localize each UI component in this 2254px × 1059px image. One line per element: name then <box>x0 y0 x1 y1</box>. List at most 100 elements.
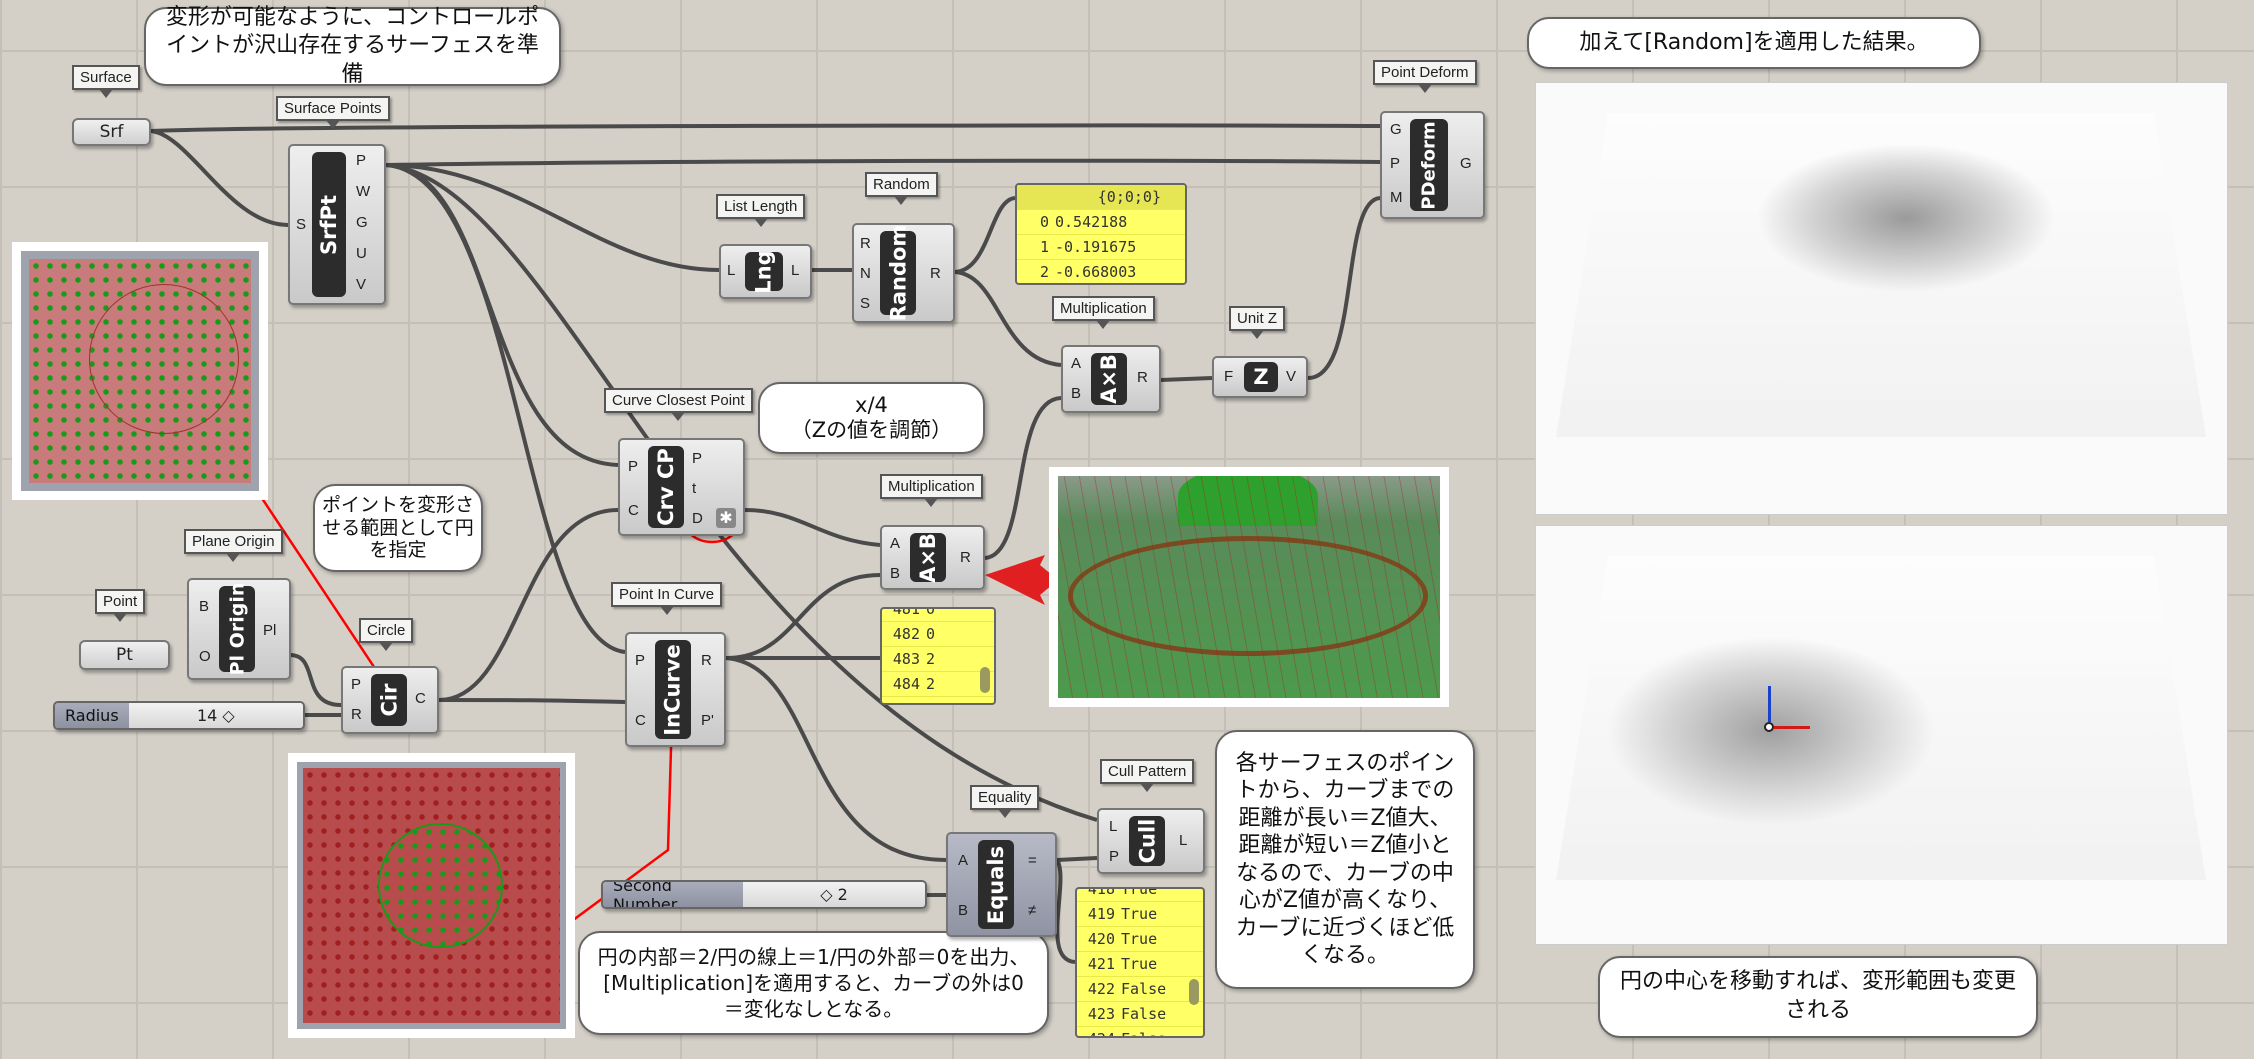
output-r[interactable]: R <box>960 549 971 566</box>
input-b[interactable]: B <box>199 598 210 615</box>
output-w[interactable]: W <box>356 183 371 200</box>
bump-shape <box>1178 476 1318 526</box>
output-d[interactable]: D <box>692 510 703 527</box>
cull-pattern-component[interactable]: L P Cull L <box>1097 808 1205 874</box>
component-label: InCurve <box>661 643 686 736</box>
slider-value: 2 <box>837 885 848 904</box>
surface-param[interactable]: Srf <box>72 118 151 146</box>
input-l[interactable]: L <box>727 262 736 279</box>
output-p-prime[interactable]: P' <box>701 712 714 729</box>
component-label: Lng <box>752 249 776 294</box>
point-deform-component[interactable]: G P M PDeform G <box>1380 111 1485 219</box>
panel-row: 4852 <box>882 697 994 703</box>
output-g[interactable]: G <box>1460 155 1472 172</box>
multiplication-component-2[interactable]: A B A×B R <box>880 525 985 590</box>
input-b[interactable]: B <box>958 902 969 919</box>
input-p[interactable]: P <box>351 676 362 693</box>
output-l[interactable]: L <box>791 262 800 279</box>
point-param[interactable]: Pt <box>79 640 170 670</box>
component-label: SrfPt <box>317 194 342 255</box>
component-label: PDeform <box>1418 120 1440 210</box>
component-label: Equals <box>984 845 1009 924</box>
list-length-component[interactable]: L Lng L <box>719 244 812 299</box>
component-label: A×B <box>916 532 941 583</box>
output-r[interactable]: R <box>701 652 712 669</box>
second-number-slider[interactable]: Second Number ◇ 2 <box>601 880 927 909</box>
input-f[interactable]: F <box>1224 368 1234 385</box>
tag-multiplication: Multiplication <box>1052 296 1155 329</box>
input-b[interactable]: B <box>1071 385 1082 402</box>
input-l[interactable]: L <box>1109 818 1118 835</box>
input-s[interactable]: S <box>296 216 307 233</box>
output-v[interactable]: V <box>1286 368 1297 385</box>
equality-component[interactable]: A B Equals = ≠ <box>946 832 1057 937</box>
gumball-z-axis-icon[interactable] <box>1768 686 1771 722</box>
output-pl[interactable]: Pl <box>263 622 277 639</box>
component-label: Cir <box>377 683 401 717</box>
input-c[interactable]: C <box>635 712 646 729</box>
incurve-preview <box>288 753 575 1038</box>
input-g[interactable]: G <box>1390 121 1402 138</box>
panel-scrollbar[interactable] <box>980 667 990 693</box>
input-p[interactable]: P <box>635 652 646 669</box>
circle-component[interactable]: P R Cir C <box>341 666 439 734</box>
slider-label: Radius <box>55 703 129 728</box>
curve-closest-point-component[interactable]: P C Crv CP P t D ✱ <box>618 438 745 536</box>
input-a[interactable]: A <box>958 852 969 869</box>
surface-points-preview <box>12 242 268 500</box>
point-in-curve-component[interactable]: P C InCurve R P' <box>625 632 726 747</box>
tag-point: Point <box>95 589 146 622</box>
input-n[interactable]: N <box>860 265 871 282</box>
input-a[interactable]: A <box>1071 355 1082 372</box>
plane-origin-component[interactable]: B O Pl Origin Pl <box>187 578 291 680</box>
component-label: Pl Origin <box>226 582 249 676</box>
input-p[interactable]: P <box>1390 155 1401 172</box>
tag-cull-pattern: Cull Pattern <box>1100 759 1195 792</box>
output-u[interactable]: U <box>356 245 367 262</box>
output-l[interactable]: L <box>1179 832 1188 849</box>
input-c[interactable]: C <box>628 502 639 519</box>
input-p[interactable]: P <box>1109 848 1120 865</box>
gumball-center-icon[interactable] <box>1764 722 1774 732</box>
unit-z-component[interactable]: F Z V <box>1212 356 1308 398</box>
inside-points-circle <box>378 823 503 948</box>
panel-header: {0;0;0} <box>1017 185 1185 210</box>
tag-circle: Circle <box>359 618 414 651</box>
panel-scrollbar[interactable] <box>1189 979 1199 1005</box>
output-p[interactable]: P <box>356 152 367 169</box>
surface-points-component[interactable]: S SrfPt P W G U V <box>288 144 386 305</box>
input-a[interactable]: A <box>890 535 901 552</box>
output-p[interactable]: P <box>692 450 703 467</box>
input-p[interactable]: P <box>628 458 639 475</box>
input-m[interactable]: M <box>1390 189 1403 206</box>
multiplication-component[interactable]: A B A×B R <box>1061 345 1161 413</box>
tag-unit-z: Unit Z <box>1229 306 1286 339</box>
input-r[interactable]: R <box>860 235 871 252</box>
input-r[interactable]: R <box>351 706 362 723</box>
input-s[interactable]: S <box>860 295 871 312</box>
output-c[interactable]: C <box>415 690 426 707</box>
random-component[interactable]: R N S Random R <box>852 223 955 323</box>
moved-center-render <box>1535 525 2228 945</box>
output-not-equal[interactable]: ≠ <box>1028 902 1037 919</box>
slider-track[interactable]: ◇ 2 <box>743 882 925 907</box>
slider-track[interactable]: 14 ◇ <box>128 703 303 728</box>
expression-asterisk-icon[interactable]: ✱ <box>716 508 736 528</box>
input-b[interactable]: B <box>890 565 901 582</box>
output-r[interactable]: R <box>1137 369 1148 386</box>
output-g[interactable]: G <box>356 214 368 231</box>
output-equal[interactable]: = <box>1028 852 1037 869</box>
output-v[interactable]: V <box>356 276 367 293</box>
callout-incurve-output: 円の内部＝2/円の線上＝1/円の外部＝0を出力、[Multiplication]… <box>578 931 1049 1035</box>
radius-slider[interactable]: Radius 14 ◇ <box>53 701 305 730</box>
output-t[interactable]: t <box>692 480 697 497</box>
output-r[interactable]: R <box>930 265 941 282</box>
gumball-x-axis-icon[interactable] <box>1774 726 1810 729</box>
input-o[interactable]: O <box>199 648 211 665</box>
